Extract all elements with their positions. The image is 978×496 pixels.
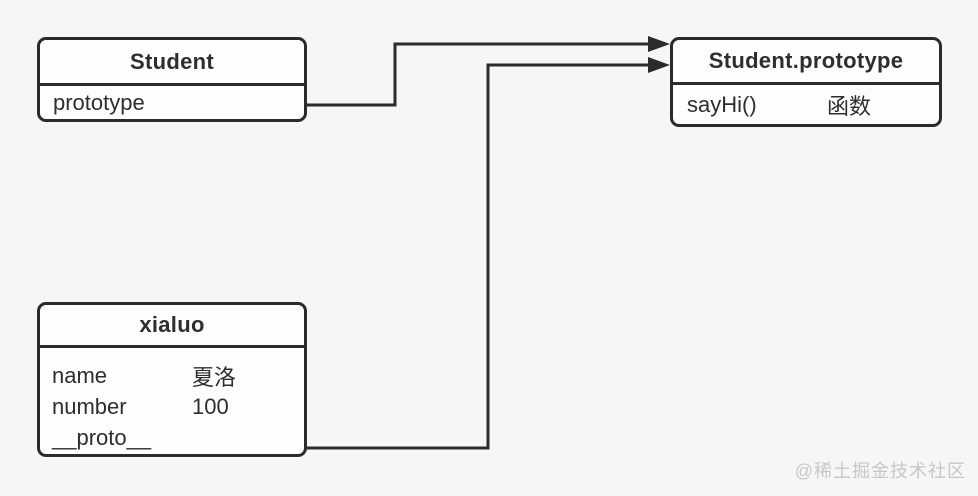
node-student-body: prototype xyxy=(40,86,304,119)
node-student: Student prototype xyxy=(37,37,307,122)
node-student-row-prototype: prototype xyxy=(53,90,304,116)
property-label: prototype xyxy=(53,89,145,115)
node-student-prototype: Student.prototype sayHi() 函数 xyxy=(670,37,942,127)
arrow-line-student-prototype xyxy=(307,42,648,107)
property-label: __proto__ xyxy=(52,424,152,450)
node-xialuo-row-name: name 夏洛 xyxy=(52,360,304,391)
property-value: 100 xyxy=(192,393,229,419)
node-xialuo-row-proto: __proto__ xyxy=(52,422,304,453)
node-student-prototype-row-sayhi: sayHi() 函数 xyxy=(687,89,939,121)
arrowhead-xialuo-proto xyxy=(648,57,670,73)
node-student-prototype-title: Student.prototype xyxy=(673,40,939,85)
watermark: @稀土掘金技术社区 xyxy=(794,461,966,481)
node-xialuo: xialuo name 夏洛 number 100 __proto__ xyxy=(37,302,307,457)
property-value: 夏洛 xyxy=(192,364,237,390)
node-student-prototype-body: sayHi() 函数 xyxy=(673,85,939,124)
property-value: 函数 xyxy=(827,93,872,119)
node-xialuo-row-number: number 100 xyxy=(52,391,304,422)
node-xialuo-body: name 夏洛 number 100 __proto__ xyxy=(40,348,304,454)
arrowhead-student-prototype xyxy=(648,36,670,52)
arrow-line-xialuo-proto xyxy=(307,63,648,450)
node-xialuo-title: xialuo xyxy=(40,305,304,348)
property-label: number xyxy=(52,393,127,419)
property-label: sayHi() xyxy=(687,91,757,117)
node-student-title: Student xyxy=(40,40,304,86)
property-label: name xyxy=(52,362,108,388)
